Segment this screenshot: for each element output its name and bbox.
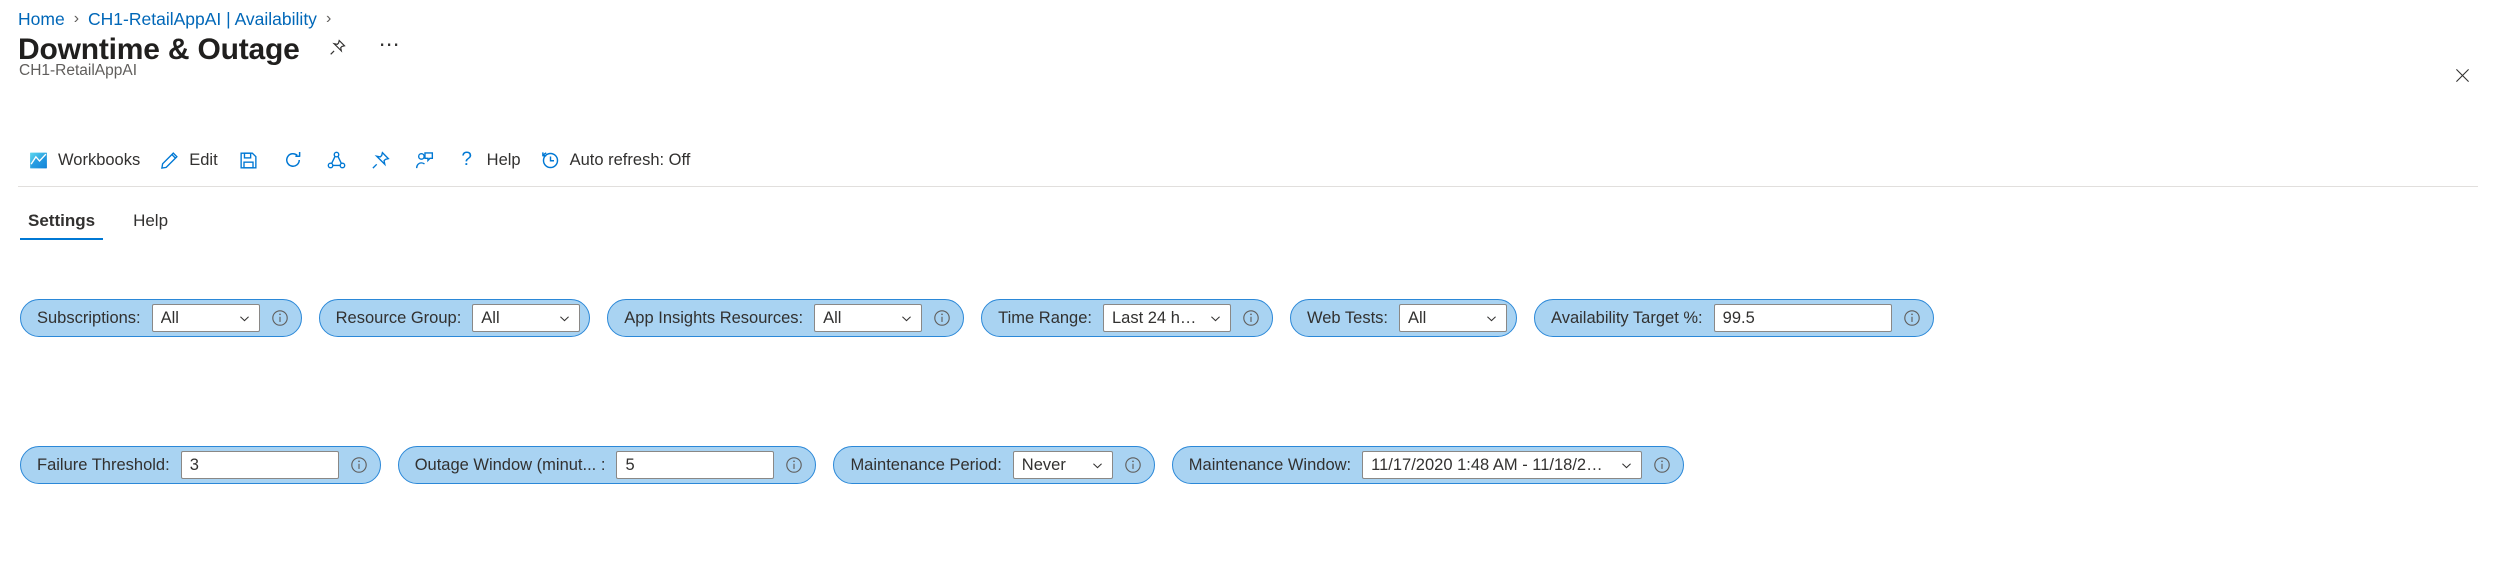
- pin-icon: [329, 39, 346, 61]
- info-icon-subscriptions[interactable]: [270, 308, 290, 328]
- param-label-subscriptions: Subscriptions:: [37, 308, 141, 327]
- param-value-outage-window-minutes: 5: [625, 455, 635, 474]
- param-pill-web-tests: Web Tests: All: [1289, 299, 1517, 337]
- tab-help[interactable]: Help: [133, 211, 169, 230]
- command-bar-divider: [18, 186, 2478, 187]
- share-nodes-icon: [326, 149, 348, 171]
- chevron-down-icon: [558, 312, 571, 325]
- param-value-subscriptions: All: [160, 308, 179, 327]
- dropdown-maintenance-window[interactable]: 11/17/2020 1:48 AM - 11/18/2020 1:48 PM: [1362, 451, 1643, 479]
- pencil-icon: [158, 149, 180, 171]
- param-label-maintenance-period: Maintenance Period:: [850, 455, 1002, 474]
- command-pin[interactable]: [359, 142, 403, 178]
- dropdown-subscriptions[interactable]: All: [151, 304, 260, 332]
- param-label-web-tests: Web Tests:: [1306, 308, 1388, 327]
- command-feedback[interactable]: [403, 142, 447, 178]
- input-outage-window-minutes[interactable]: 5: [616, 451, 775, 479]
- param-label-outage-window-minutes: Outage Window (minut... :: [414, 455, 606, 474]
- info-icon-availability-target-pct[interactable]: [1902, 308, 1922, 328]
- info-icon-outage-window-minutes[interactable]: [784, 455, 804, 475]
- param-label-app-insights-resources: App Insights Resources:: [624, 308, 804, 327]
- breadcrumb-link-1[interactable]: CH1-RetailAppAI | Availability: [88, 8, 317, 29]
- tab-strip: Settings Help: [20, 200, 198, 240]
- command-refresh[interactable]: [271, 142, 315, 178]
- command-help[interactable]: ? Help: [447, 142, 530, 178]
- parameters-row-2: Failure Threshold: 3 Outage Window (minut.…: [20, 445, 1701, 485]
- param-value-app-insights-resources: All: [823, 308, 842, 327]
- dropdown-web-tests[interactable]: All: [1399, 304, 1507, 332]
- param-value-maintenance-window: 11/17/2020 1:48 AM - 11/18/2020 1:48 PM: [1371, 455, 1611, 474]
- refresh-icon: [282, 149, 304, 171]
- command-help-label: Help: [486, 150, 521, 169]
- param-pill-resource-group: Resource Group: All: [318, 299, 591, 337]
- param-pill-maintenance-period: Maintenance Period: Never: [833, 446, 1155, 484]
- dropdown-resource-group[interactable]: All: [472, 304, 581, 332]
- info-icon-app-insights-resources[interactable]: [932, 308, 952, 328]
- chevron-down-icon: [1485, 312, 1498, 325]
- floppy-disk-icon: [238, 149, 260, 171]
- command-edit[interactable]: Edit: [149, 142, 226, 178]
- command-auto-refresh[interactable]: Auto refresh: Off: [530, 142, 700, 178]
- command-bar: Workbooks Edit: [0, 137, 2496, 183]
- breadcrumb-separator-icon: ›: [325, 10, 332, 27]
- close-blade-button[interactable]: [2446, 62, 2478, 94]
- chevron-down-icon: [238, 312, 251, 325]
- question-mark-icon: ?: [461, 149, 472, 170]
- param-pill-maintenance-window: Maintenance Window: 11/17/2020 1:48 AM - …: [1171, 446, 1685, 484]
- param-value-resource-group: All: [481, 308, 500, 327]
- param-label-failure-threshold: Failure Threshold:: [37, 455, 170, 474]
- breadcrumb: Home › CH1-RetailAppAI | Availability ›: [18, 8, 340, 30]
- tab-settings[interactable]: Settings: [20, 211, 104, 240]
- param-value-web-tests: All: [1408, 308, 1427, 327]
- close-icon: [2455, 68, 2470, 88]
- page-title: Downtime & Outage: [18, 33, 300, 66]
- param-pill-availability-target-pct: Availability Target %: 99.5: [1534, 299, 1934, 337]
- breadcrumb-link-0[interactable]: Home: [18, 8, 65, 29]
- param-value-failure-threshold: 3: [189, 455, 199, 474]
- dropdown-maintenance-period[interactable]: Never: [1012, 451, 1113, 479]
- param-pill-failure-threshold: Failure Threshold: 3: [20, 446, 381, 484]
- more-options-button[interactable]: ⋯: [376, 32, 404, 64]
- param-value-time-range: Last 24 hours: [1111, 308, 1199, 327]
- chevron-down-icon: [1091, 459, 1104, 472]
- input-availability-target-pct[interactable]: 99.5: [1713, 304, 1892, 332]
- command-auto-refresh-label: Auto refresh: Off: [569, 150, 691, 169]
- title-row: Downtime & Outage ⋯: [18, 32, 404, 68]
- param-value-maintenance-period: Never: [1021, 455, 1066, 474]
- param-pill-outage-window-minutes: Outage Window (minut... : 5: [397, 446, 817, 484]
- param-label-maintenance-window: Maintenance Window:: [1188, 455, 1352, 474]
- chevron-down-icon: [900, 312, 913, 325]
- clock-refresh-icon: [539, 149, 561, 171]
- param-pill-subscriptions: Subscriptions: All: [20, 299, 302, 337]
- dropdown-time-range[interactable]: Last 24 hours: [1102, 304, 1231, 332]
- param-label-time-range: Time Range:: [998, 308, 1092, 327]
- input-failure-threshold[interactable]: 3: [180, 451, 339, 479]
- pin-blade-button[interactable]: [324, 36, 352, 64]
- chevron-down-icon: [1620, 459, 1633, 472]
- info-icon-maintenance-period[interactable]: [1123, 455, 1143, 475]
- command-edit-label: Edit: [189, 150, 218, 169]
- param-pill-time-range: Time Range: Last 24 hours: [981, 299, 1273, 337]
- command-workbooks[interactable]: Workbooks: [18, 142, 149, 178]
- page-subtitle: CH1-RetailAppAI: [19, 62, 138, 79]
- param-label-resource-group: Resource Group:: [335, 308, 462, 327]
- breadcrumb-separator-icon: ›: [73, 10, 80, 27]
- command-save[interactable]: [227, 142, 271, 178]
- info-icon-failure-threshold[interactable]: [349, 455, 369, 475]
- workbooks-chart-icon: [27, 149, 49, 171]
- dropdown-app-insights-resources[interactable]: All: [814, 304, 923, 332]
- command-workbooks-label: Workbooks: [58, 150, 141, 169]
- param-label-availability-target-pct: Availability Target %:: [1551, 308, 1703, 327]
- param-pill-app-insights-resources: App Insights Resources: All: [607, 299, 965, 337]
- person-feedback-icon: [414, 149, 436, 171]
- pin-icon: [370, 149, 392, 171]
- info-icon-time-range[interactable]: [1241, 308, 1261, 328]
- command-share[interactable]: [315, 142, 359, 178]
- chevron-down-icon: [1209, 312, 1222, 325]
- param-value-availability-target-pct: 99.5: [1722, 308, 1755, 327]
- ellipsis-icon: ⋯: [378, 32, 401, 56]
- info-icon-maintenance-window[interactable]: [1652, 455, 1672, 475]
